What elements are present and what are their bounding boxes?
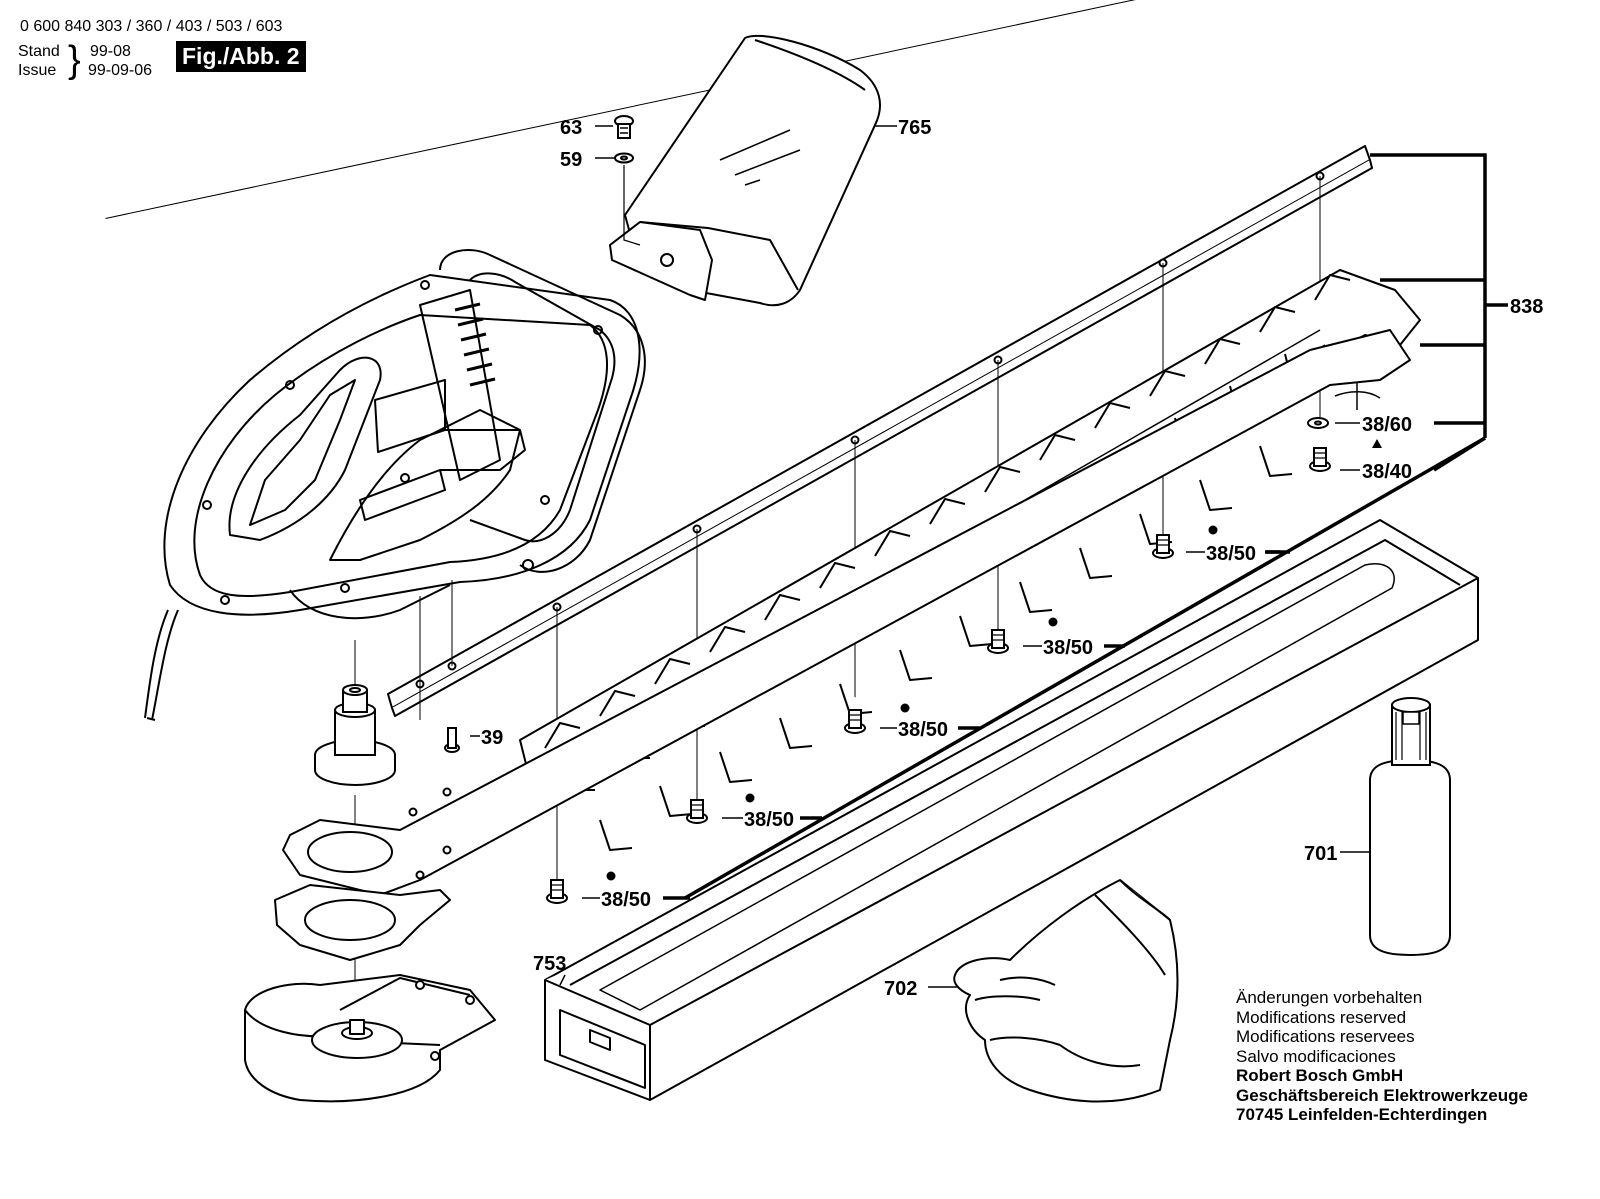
note-es: Salvo modificaciones [1236,1046,1396,1066]
screw-63 [614,115,634,139]
brace-glyph: } [68,39,81,81]
callout-38-50-e: 38/50 [601,889,651,911]
callout-38-50-c: 38/50 [898,719,948,741]
oil-bottle [1369,697,1451,957]
blade-strip [387,145,1373,717]
stand-label: Stand [18,43,60,60]
washer-59 [614,152,634,164]
company-address: 70745 Leinfelden-Echterdingen [1236,1105,1488,1124]
callout-leaders-38-50 [663,550,1290,900]
callout-38-40: 38/40 [1362,461,1412,483]
blade-scabbard [544,519,1479,1101]
callout-38-50-a: 38/50 [1206,543,1256,565]
assembly-line [623,165,641,246]
blade-guard [609,34,881,307]
rotation-arrow-icon [1334,382,1381,410]
callout-38-50-b: 38/50 [1043,637,1093,659]
note-en: Modifications reserved [1236,1007,1407,1027]
gearbox-base [244,974,496,1103]
callout-59: 59 [560,149,582,171]
eccentric-gear [314,684,396,786]
callout-765: 765 [898,117,931,139]
issue-date: 99-09-06 [88,62,153,79]
stand-date: 99-08 [90,43,1600,61]
callout-753: 753 [533,953,566,975]
note-fr: Modifications reservees [1236,1027,1415,1046]
motor-housing [144,249,646,721]
note-de: Änderungen vorbehalten [1236,988,1423,1007]
callout-38-50-d: 38/50 [744,809,794,831]
callout-702: 702 [884,978,917,1000]
issue-label: Issue [18,62,57,79]
company-name: Robert Bosch GmbH [1236,1066,1404,1085]
screws-38-50 [444,447,1331,904]
callout-39: 39 [481,727,503,749]
legal-notes: Änderungen vorbehalten Modifications res… [1236,988,1528,1125]
washer-38-60 [1307,417,1329,429]
callout-838: 838 [1510,296,1543,318]
part-numbers: 0 600 840 303 / 360 / 403 / 503 / 603 [20,18,283,35]
callout-63: 63 [560,117,582,139]
callout-38-60: 38/60 [1362,414,1412,436]
figure-badge: Fig./Abb. 2 [176,41,306,72]
gear-plate [274,884,451,961]
callout-701: 701 [1304,843,1337,865]
bullet-markers [606,439,1382,881]
leader-lines [470,125,1370,988]
blade-lower [282,329,1411,896]
gloves [953,879,1179,1103]
company-division: Geschäftsbereich Elektrowerkzeuge [1236,1085,1528,1105]
